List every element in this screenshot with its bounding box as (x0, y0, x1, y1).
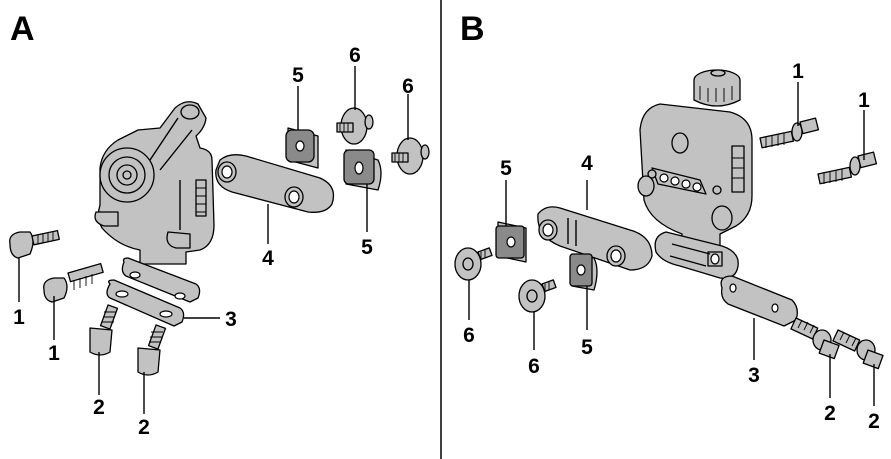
panel-b-clamp-plate-3 (720, 275, 798, 327)
panel-a-pad-5-lower (343, 149, 382, 191)
panel-b-callout-5b: 5 (581, 336, 593, 359)
panel-a-clamp-upper (121, 257, 201, 303)
panel-b-washer-screw-6-right (518, 279, 557, 313)
panel-b-link-arm-4 (537, 206, 653, 271)
panel-a-callout-6a: 6 (349, 44, 361, 67)
panel-b-bolt-2-right (832, 329, 884, 370)
panel-b-leader-lines (468, 82, 875, 406)
panel-b-pad-5-right (569, 253, 598, 291)
panel-b-callout-5a: 5 (500, 157, 512, 180)
panel-a-bolt-2-right (137, 324, 167, 376)
panel-a-callout-2b: 2 (138, 416, 150, 439)
panel-a-washer-screw-6-lower (391, 137, 430, 175)
panel-b-bolt-2-left (790, 317, 840, 360)
panel-a-letter: A (10, 10, 35, 48)
panel-a-callout-1b: 1 (48, 342, 60, 365)
panel-b-main-housing (637, 69, 753, 253)
panel-b-callout-6a: 6 (463, 324, 475, 347)
panel-a-callout-1a: 1 (13, 306, 25, 329)
panel-a-clamp-plate-3 (106, 279, 185, 327)
panel-a-leader-lines (18, 66, 409, 414)
panel-a-callout-3: 3 (225, 308, 237, 331)
panel-a-pad-5-upper (285, 127, 319, 169)
panel-b-callout-6b: 6 (528, 355, 540, 378)
panel-a-bolt-2-left (89, 304, 119, 356)
panel-b-callout-3: 3 (748, 364, 760, 387)
panel-b-pad-5-left (495, 221, 527, 263)
panel-b-screw-1-upper (759, 117, 820, 149)
panel-b-washer-screw-6-left (454, 247, 493, 281)
panel-a-callout-2a: 2 (93, 396, 105, 419)
panel-a-link-arm-4 (215, 154, 335, 213)
panel-b-callout-4: 4 (581, 152, 593, 175)
panel-b-letter: B (460, 10, 485, 48)
panel-a-callout-6b: 6 (402, 75, 414, 98)
panel-b: B (454, 10, 884, 433)
panel-b-screw-1-lower (817, 151, 878, 185)
panel-b-callout-1b: 1 (858, 89, 870, 112)
panel-a-callout-5a: 5 (292, 64, 304, 87)
panel-a-screw-1-upper (9, 229, 60, 259)
panel-a-screw-1-lower (43, 262, 104, 303)
panel-b-callout-2b: 2 (868, 410, 880, 433)
panel-b-lower-mount (654, 231, 739, 279)
panel-a-callout-4: 4 (262, 247, 274, 270)
panel-a: A (9, 10, 430, 439)
panel-a-main-housing (94, 101, 215, 265)
panel-a-callout-5b: 5 (361, 236, 373, 259)
panel-a-washer-screw-6-upper (336, 107, 374, 145)
panel-b-callout-2a: 2 (824, 402, 836, 425)
panel-b-callout-1a: 1 (792, 60, 804, 83)
